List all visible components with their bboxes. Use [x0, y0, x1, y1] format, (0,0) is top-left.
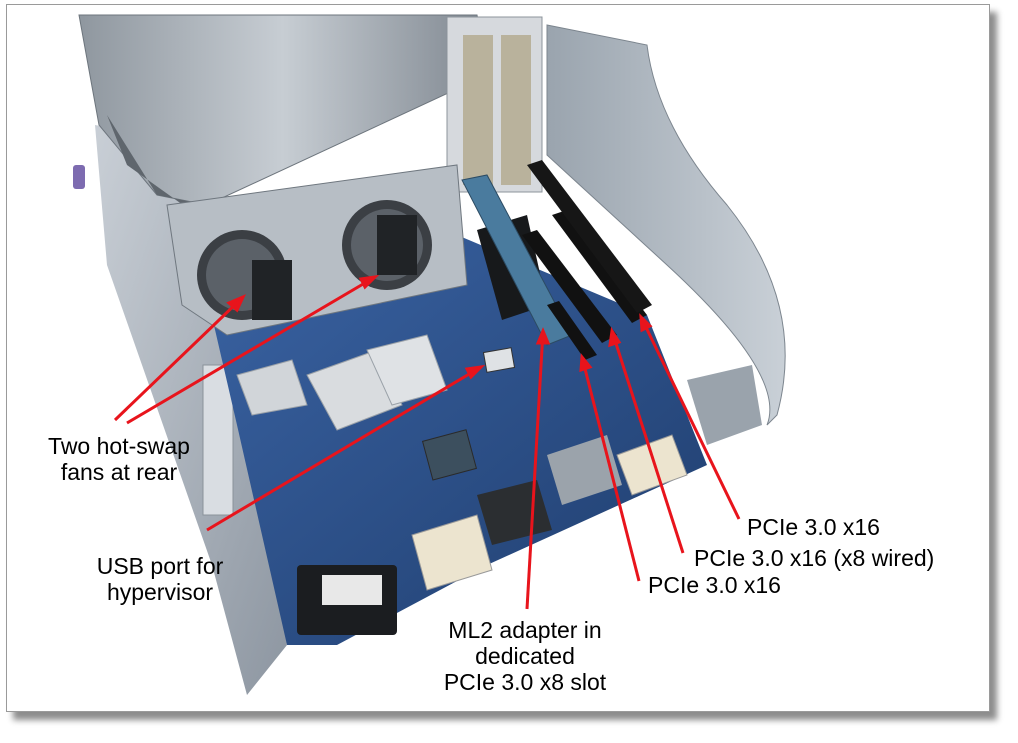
heat-sinks [236, 334, 448, 431]
callout-arrows [113, 274, 741, 610]
chassis-right-wall [546, 24, 786, 426]
callout-ml2: ML2 adapter in dedicated PCIe 3.0 x8 slo… [405, 617, 645, 695]
callout-ml2-line3: PCIe 3.0 x8 slot [443, 669, 607, 695]
fan-cage [166, 164, 468, 336]
chipset [421, 429, 478, 481]
image-frame: Two hot-swap fans at rear USB port for h… [6, 4, 990, 712]
server-photo [73, 14, 786, 695]
callout-fans-line1: Two hot-swap [48, 433, 190, 459]
callout-usb-line2: hypervisor [106, 579, 214, 605]
callout-ml2-line2: dedicated [475, 643, 575, 669]
callout-usb-line1: USB port for [96, 553, 224, 579]
callout-pcie-slot-x16-x8-wired: PCIe 3.0 x16 (x8 wired) [694, 545, 935, 571]
callout-usb: USB port for hypervisor [65, 553, 255, 605]
usb-port [482, 347, 516, 373]
callout-ml2-line1: ML2 adapter in [448, 617, 602, 643]
callout-fans: Two hot-swap fans at rear [19, 433, 219, 485]
callout-fans-line2: fans at rear [60, 459, 178, 485]
callout-pcie-slot-x16: PCIe 3.0 x16 [648, 572, 781, 598]
pcie-slots [522, 160, 652, 360]
callout-pcie-slot-x16-top: PCIe 3.0 x16 [747, 514, 880, 540]
air-shroud [78, 14, 543, 215]
chassis-left-wall [73, 125, 287, 695]
